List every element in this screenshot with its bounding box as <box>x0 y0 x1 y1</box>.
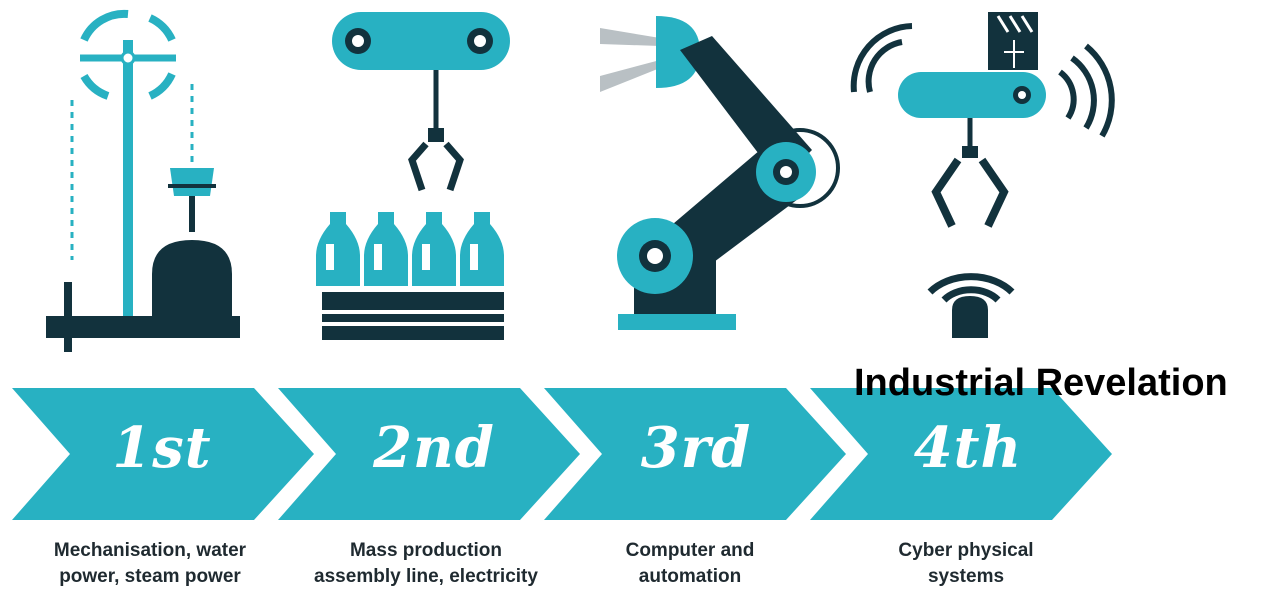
stage-3-caption-line1: Computer and <box>625 540 755 561</box>
stage-4-caption-line1: Cyber physical <box>898 540 1034 561</box>
stage-3-caption: Computer and automation <box>540 538 840 590</box>
stage-4-caption: Cyber physical systems <box>816 538 1116 590</box>
stage-3-arrow <box>544 388 846 520</box>
stage-2-label: 2nd <box>373 415 495 481</box>
stage-2-caption: Mass production assembly line, electrici… <box>276 538 576 590</box>
stage-4-label: 4th <box>913 415 1023 481</box>
stage-1-caption: Mechanisation, water power, steam power <box>0 538 300 590</box>
stage-4-arrow <box>810 388 1112 520</box>
steam-engine-icon <box>46 9 240 352</box>
stage-3-label: 3rd <box>640 415 752 481</box>
page-title: Industrial Revelation <box>854 362 1228 404</box>
stage-2-caption-line1: Mass production <box>349 540 502 561</box>
stage-arrows <box>12 388 1112 520</box>
stage-3-caption-line2: automation <box>638 566 742 587</box>
stage-1-label: 1st <box>112 415 212 481</box>
stage-1-caption-line1: Mechanisation, water <box>53 540 247 561</box>
connected-robot-icon <box>850 12 1115 338</box>
assembly-line-icon <box>316 12 510 340</box>
illustrations <box>46 9 1115 352</box>
stage-1-arrow <box>12 388 314 520</box>
stage-2-arrow <box>278 388 580 520</box>
stage-4-caption-line2: systems <box>927 566 1005 587</box>
stage-2-caption-line2: assembly line, electricity <box>314 566 538 587</box>
robotic-arm-icon <box>600 16 840 330</box>
stage-1-caption-line2: power, steam power <box>59 566 241 587</box>
